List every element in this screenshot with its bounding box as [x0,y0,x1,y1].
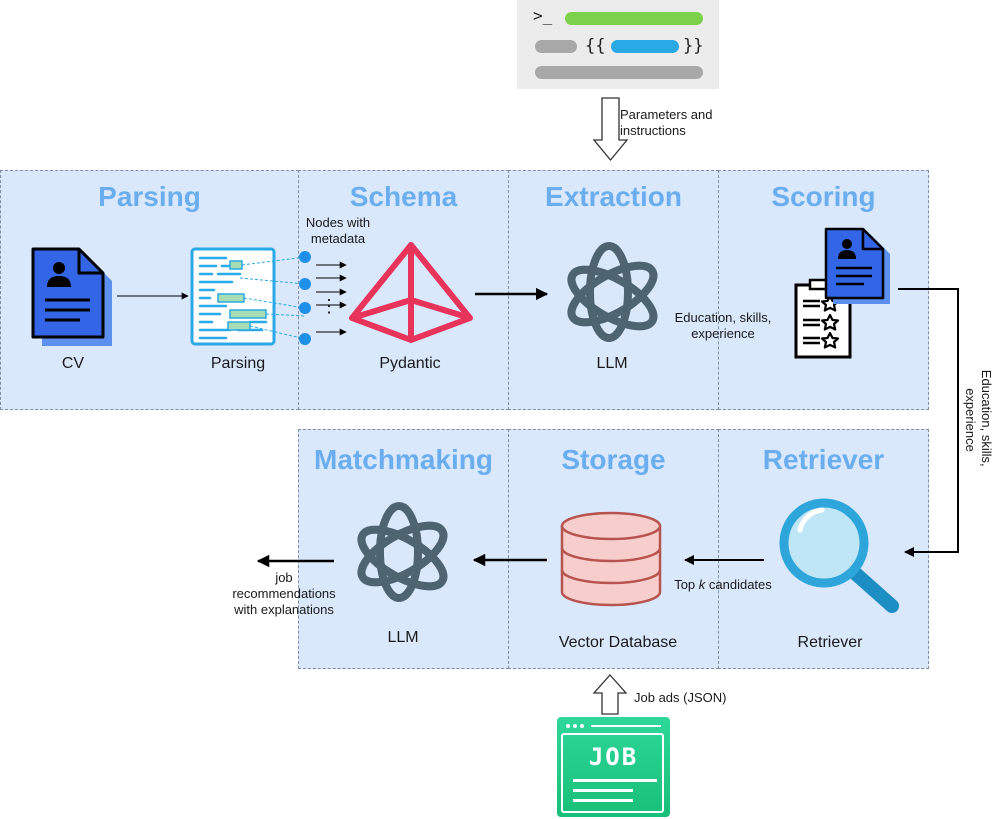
template-green-bar [565,12,703,25]
prompt-template-card: >_ {{ }} [517,0,719,89]
pydantic-icon [349,242,473,343]
annotation-job-recommendations: job recommendations with explanations [232,570,336,617]
annotation-top-k: Top k candidates [674,577,772,592]
scoring-cv-icon [824,227,890,304]
label-llm-matchmaking: LLM [387,629,419,646]
node-3 [299,302,311,314]
panel-title-scoring: Scoring [771,181,876,212]
node-2 [299,278,311,290]
job-card-text: JOB [588,743,639,771]
annotation-nodes-metadata: Nodes with metadata [305,215,371,246]
panel-title-storage: Storage [561,444,666,475]
job-card-topline [591,725,661,727]
template-gray-bar-long [535,66,703,79]
panel-title-retriever: Retriever [762,444,885,475]
node-arrows [316,261,347,336]
label-llm-extraction: LLM [596,355,628,372]
template-blue-bar [611,40,679,53]
template-braces-open: {{ [585,36,606,56]
edu-vertical-label: Education, skills, experience [963,370,994,470]
node-1 [299,251,311,263]
job-card-dot-1 [566,724,570,728]
metadata-nodes [299,251,311,345]
annotation-education-skills: Education, skills, experience [674,310,772,341]
node-4 [299,333,311,345]
connector-scoring-to-retriever [898,288,959,557]
label-pydantic: Pydantic [379,355,441,372]
label-vector-database: Vector Database [558,634,678,651]
job-card-dot-2 [573,724,577,728]
hollow-down-arrow [592,97,629,162]
nodes-ellipsis: ⋮ [320,296,338,316]
cv-document-icon [31,247,112,346]
template-braces-close: }} [683,36,704,56]
hollow-up-arrow [592,674,628,715]
template-gray-bar-short [535,40,577,53]
terminal-prompt-icon: >_ [533,6,553,25]
label-retriever: Retriever [797,634,863,651]
panel-schema [298,170,509,410]
panel-title-matchmaking: Matchmaking [314,444,493,475]
panel-title-schema: Schema [349,181,458,212]
job-card-line-3 [573,799,633,802]
job-ads-card: JOB [557,717,670,817]
panel-title-parsing: Parsing [98,181,201,212]
label-cv: CV [61,355,85,372]
panel-title-extraction: Extraction [545,181,682,212]
llm-extraction-icon [567,242,658,342]
annotation-parameters: Parameters and instructions [620,107,713,138]
job-card-frame [561,733,664,813]
label-parsing: Parsing [210,355,266,372]
job-card-line-1 [573,779,657,782]
parsed-document-icon [190,247,306,346]
magnifier-icon [779,498,899,613]
llm-matchmaking-icon [357,502,448,602]
job-card-line-2 [573,789,633,792]
panel-matchmaking [298,429,509,669]
vector-database-icon [560,511,662,607]
annotation-job-ads: Job ads (JSON) [634,690,727,705]
job-card-dot-3 [580,724,584,728]
